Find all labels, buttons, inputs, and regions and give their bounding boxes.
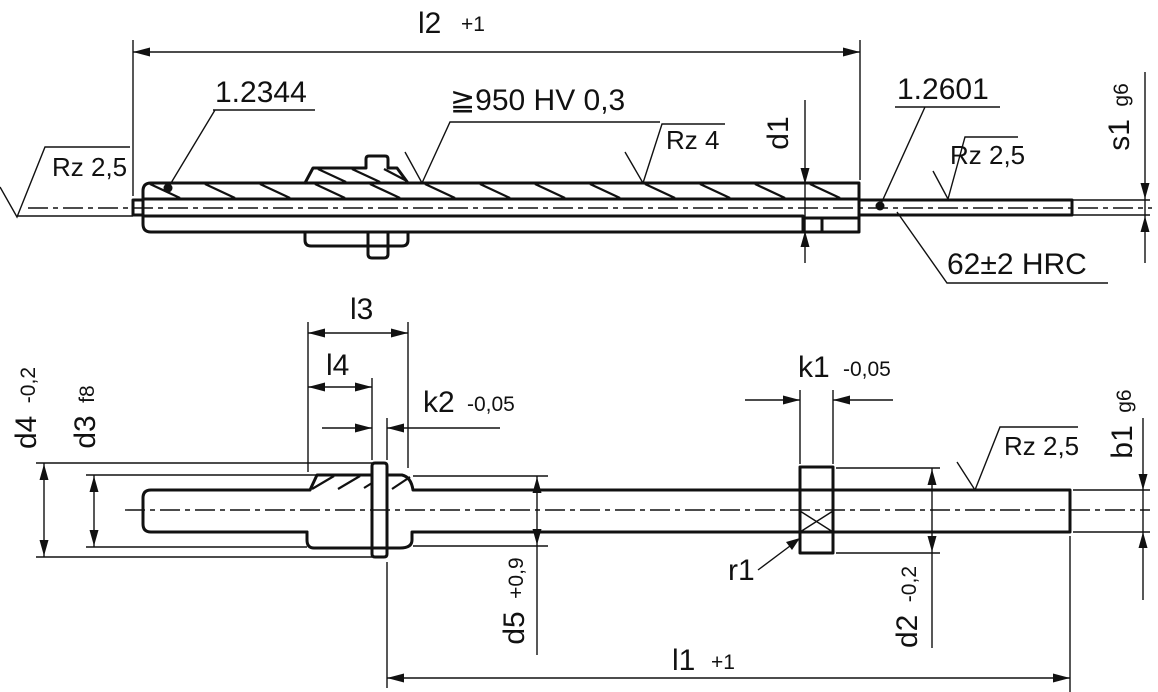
d5-extension-lines — [413, 475, 548, 547]
core-hardness-label: 62±2 HRC — [947, 248, 1087, 281]
dim-k1: k1 -0,05 — [745, 351, 893, 464]
top-view-section: l2 +1 d1 s1 g6 1.2344 — [0, 7, 1152, 284]
top-body-bore-lines — [141, 197, 861, 234]
fit-b1: g6 — [1113, 389, 1136, 412]
hardness-note-label: ≧950 HV 0,3 — [450, 84, 625, 117]
dim-s1: s1 g6 — [1103, 72, 1150, 263]
surface-pin-label: Rz 2,5 — [950, 140, 1025, 170]
dim-d1: d1 — [762, 100, 810, 263]
dim-tol-l1: +1 — [711, 651, 735, 674]
bottom-head-flange — [305, 530, 414, 550]
svg-text:d3 f8: d3 f8 — [69, 385, 102, 448]
d4-envelope-lines — [36, 462, 372, 558]
dim-tol-d5: +0,9 — [505, 557, 528, 598]
fit-d3: f8 — [76, 385, 99, 403]
leader-dot-body — [163, 183, 173, 193]
leader-r1: r1 — [728, 538, 800, 587]
dim-label-l2: l2 — [418, 7, 441, 40]
dim-l3: l3 — [307, 293, 409, 472]
d2-extension-lines — [836, 467, 940, 554]
surface-flag-rz4: Rz 4 — [624, 123, 725, 185]
driver-collar-k1 — [798, 465, 835, 555]
top-flange-tab — [366, 230, 390, 260]
top-collar — [303, 154, 410, 185]
dim-k2: k2 -0,05 — [322, 386, 515, 460]
hatch-head — [311, 475, 411, 490]
dim-l2: l2 +1 — [132, 7, 861, 196]
d3-envelope-lines — [86, 474, 317, 548]
material-body-label: 1.2344 — [215, 76, 307, 109]
leader-material-pin: 1.2601 — [875, 73, 1000, 211]
dim-b1: b1 g6 — [1106, 389, 1148, 600]
b1-extension-lines — [1073, 489, 1150, 533]
bottom-view: l3 l4 k2 -0,05 k1 -0,05 — [10, 293, 1150, 692]
dim-label-s1: s1 — [1103, 119, 1136, 151]
dim-label-k1: k1 — [798, 351, 830, 384]
dim-label-k2: k2 — [423, 386, 455, 419]
top-flange — [303, 230, 410, 248]
surface-flag-pin: Rz 2,5 — [932, 136, 1025, 201]
svg-text:d2 -0,2: d2 -0,2 — [891, 566, 924, 648]
leader-dot-pin — [875, 201, 885, 211]
leader-core-hardness: 62±2 HRC — [896, 211, 1108, 284]
dim-label-d2: d2 — [891, 615, 924, 648]
surface-shaft-label: Rz 2,5 — [1004, 431, 1079, 461]
dim-tol-l2: +1 — [461, 13, 485, 36]
dim-label-d4: d4 — [10, 416, 43, 449]
dim-tol-d2: -0,2 — [898, 566, 921, 602]
dim-label-d3: d3 — [69, 415, 102, 448]
dim-tol-k1: -0,05 — [843, 358, 891, 381]
fit-s1: g6 — [1110, 83, 1133, 106]
dim-label-l3: l3 — [350, 293, 373, 326]
dim-l1: l1 +1 — [386, 536, 1071, 692]
top-inner-pin — [131, 198, 1074, 217]
dim-l4: l4 — [308, 349, 373, 460]
dim-label-d1: d1 — [762, 116, 795, 149]
dim-label-b1: b1 — [1106, 425, 1139, 458]
svg-text:d4 -0,2: d4 -0,2 — [10, 367, 43, 449]
top-body-outline — [141, 181, 861, 234]
dim-d5: d5 +0,9 — [498, 476, 542, 655]
svg-text:s1 g6: s1 g6 — [1103, 83, 1136, 151]
dim-tol-k2: -0,05 — [467, 393, 515, 416]
dim-d4: d4 -0,2 — [10, 367, 49, 557]
radius-label-r1: r1 — [728, 554, 755, 587]
dim-d2: d2 -0,2 — [891, 468, 937, 648]
surface-left-label: Rz 2,5 — [52, 152, 127, 182]
driver-bar-k2 — [370, 461, 389, 559]
material-pin-label: 1.2601 — [897, 73, 989, 106]
note-surface-hardness: ≧950 HV 0,3 — [404, 84, 660, 185]
dim-d3: d3 f8 — [69, 385, 102, 547]
surface-flag-shaft: Rz 2,5 — [956, 426, 1079, 492]
surface-body-label: Rz 4 — [666, 125, 719, 155]
collar-cross-mark — [799, 510, 834, 533]
svg-text:b1 g6: b1 g6 — [1106, 389, 1139, 458]
dim-label-d5: d5 — [498, 611, 531, 644]
dim-label-l4: l4 — [326, 349, 349, 382]
svg-text:d5 +0,9: d5 +0,9 — [498, 557, 531, 644]
leader-material-body: 1.2344 — [163, 76, 315, 193]
s1-extension-lines — [17, 199, 1150, 217]
dim-label-l1: l1 — [672, 644, 695, 677]
surface-flag-left: Rz 2,5 — [0, 146, 130, 219]
dim-tol-d4: -0,2 — [17, 367, 40, 403]
